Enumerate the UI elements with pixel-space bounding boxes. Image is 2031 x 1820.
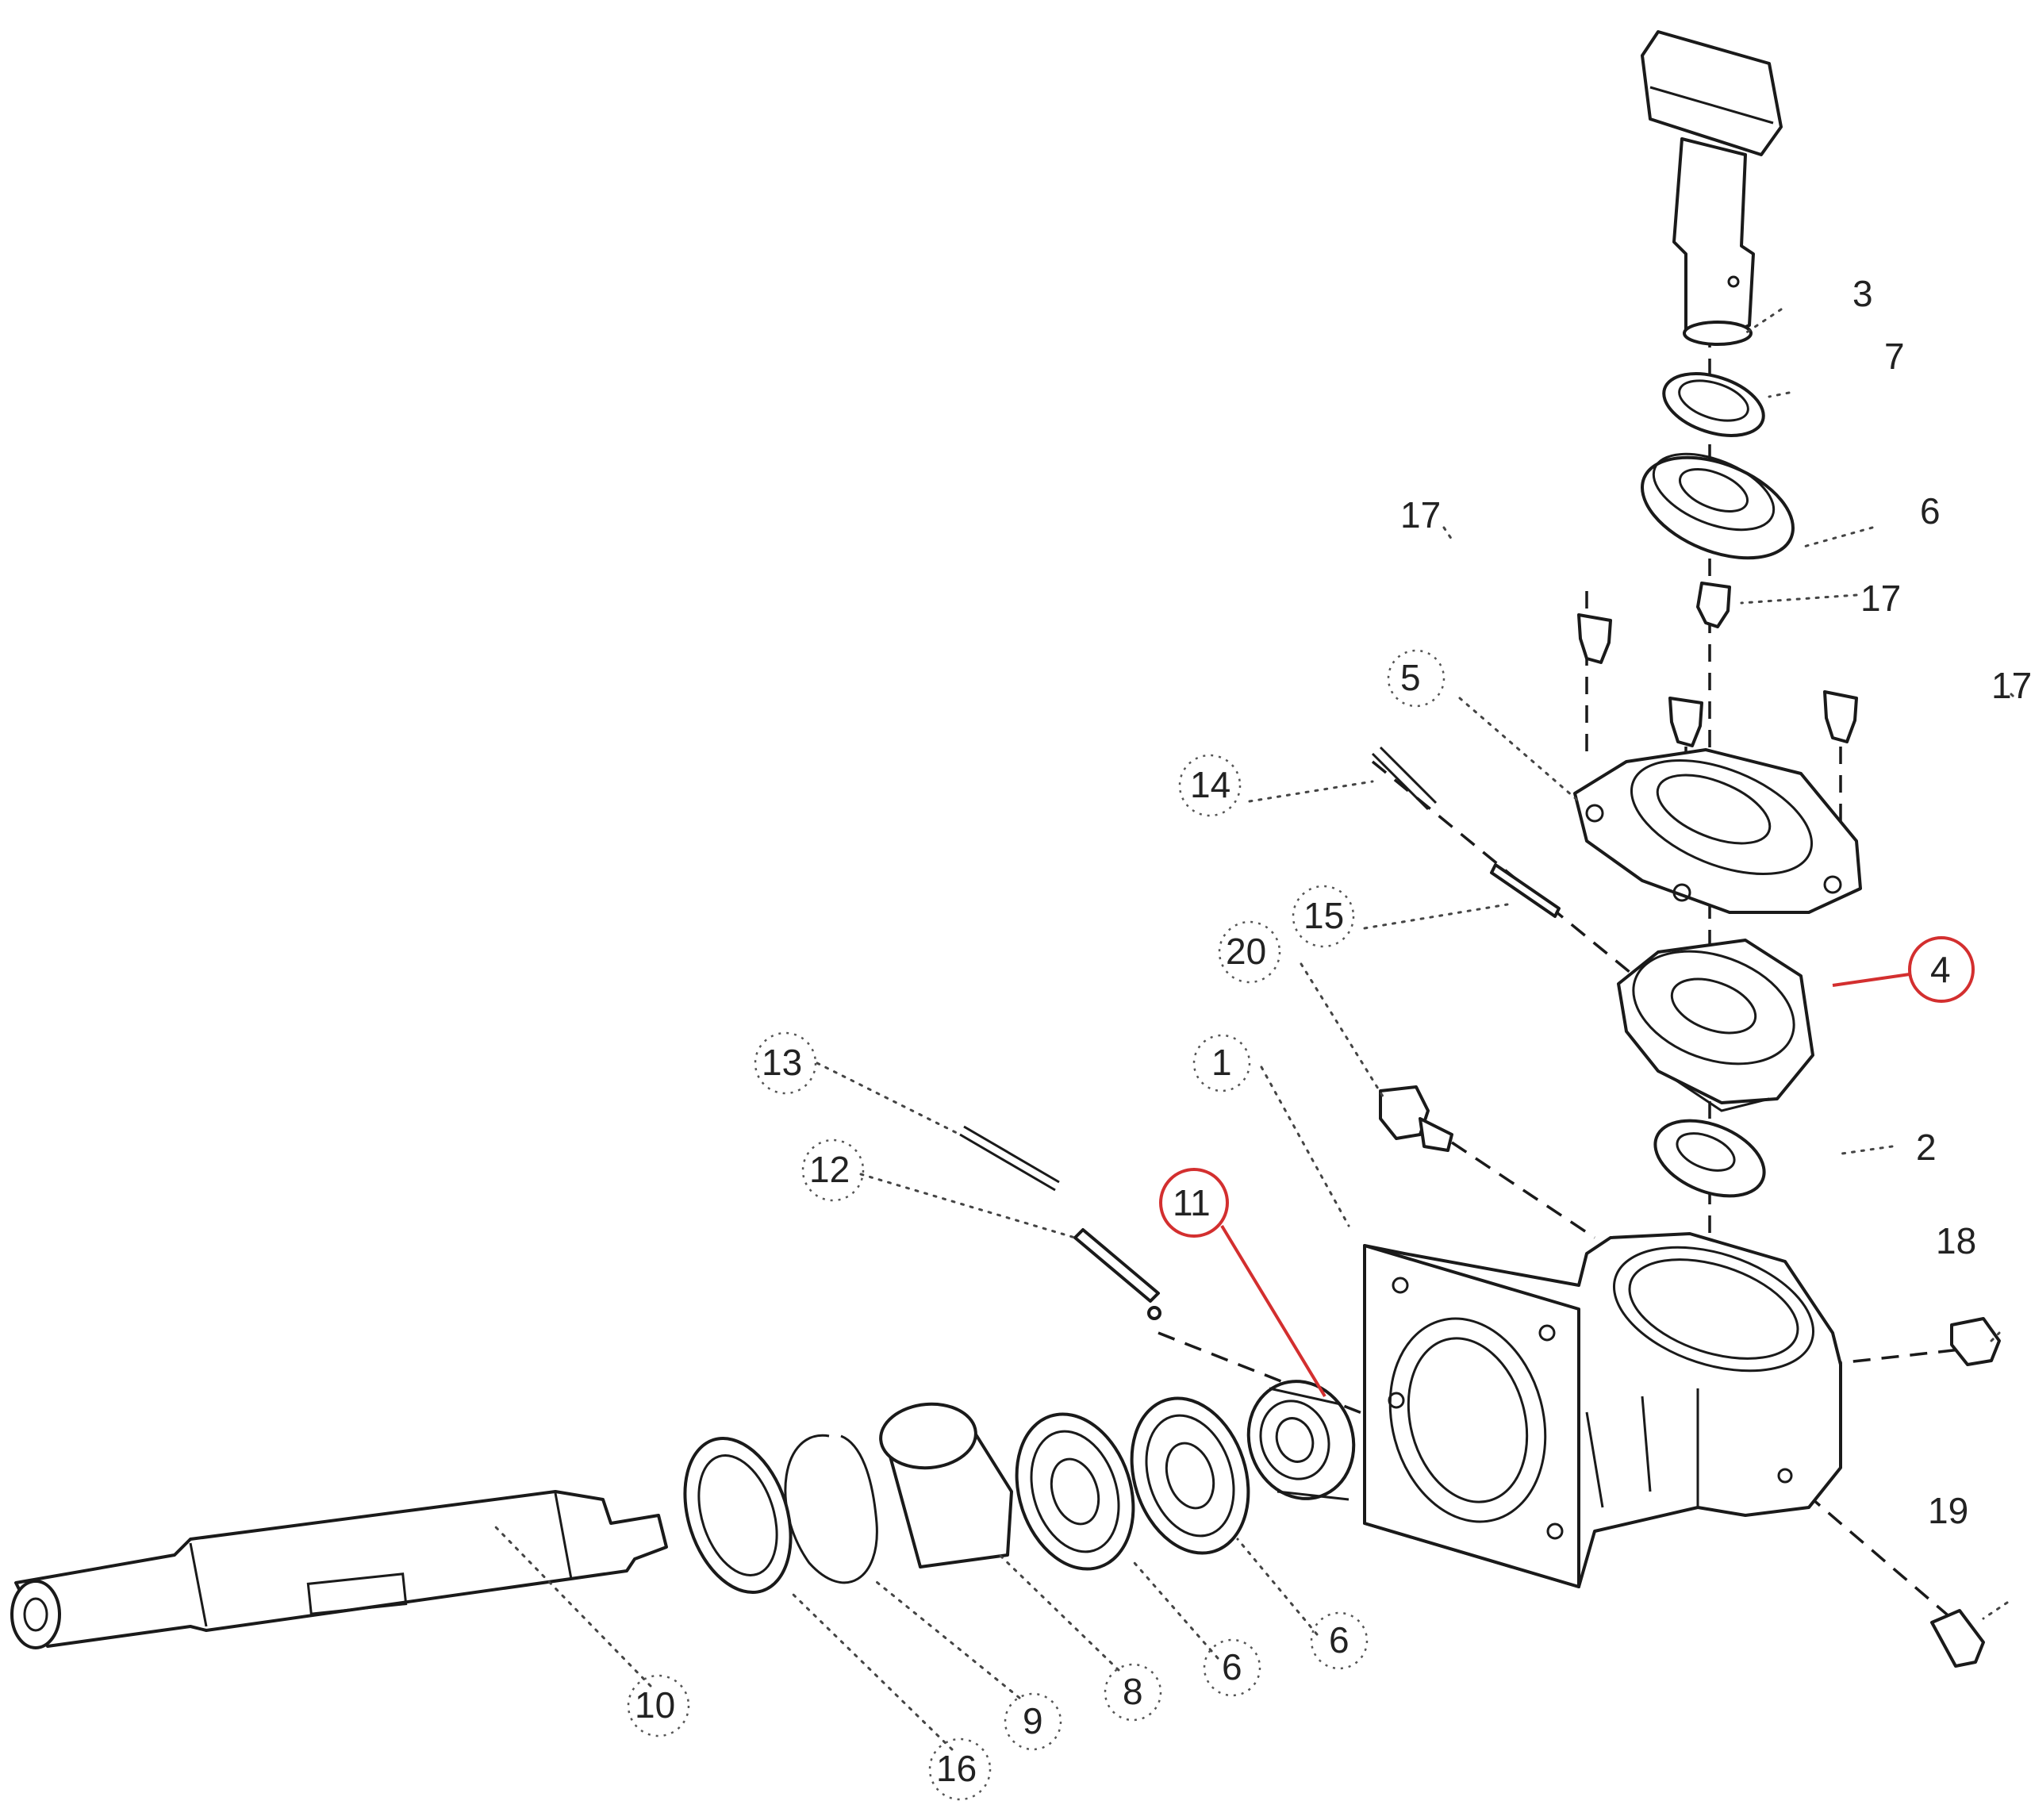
label-15: 15	[1303, 895, 1344, 936]
hex-bolt-right	[1823, 690, 1858, 743]
plug-axis	[1824, 1347, 1968, 1366]
label-6-b: 6	[1222, 1646, 1242, 1688]
handle-shaft	[1641, 30, 1783, 346]
key-pin-15	[1490, 863, 1561, 918]
label-7: 7	[1884, 336, 1905, 377]
label-5: 5	[1400, 657, 1421, 698]
label-20: 20	[1226, 931, 1266, 972]
ball-bearing-6-right	[1130, 1396, 1250, 1555]
label-13: 13	[762, 1042, 802, 1083]
ball-bearing-6-left	[1015, 1412, 1135, 1571]
spacer-sleeve	[879, 1402, 1013, 1569]
label-1: 1	[1211, 1042, 1232, 1083]
label-16: 16	[936, 1748, 977, 1789]
label-8: 8	[1123, 1671, 1143, 1712]
output-shaft	[10, 1490, 668, 1649]
hex-bolt-center	[1668, 697, 1703, 747]
ball-bearing-upper	[1641, 452, 1795, 560]
label-10: 10	[635, 1684, 675, 1726]
label-17-b: 17	[1860, 578, 1901, 619]
plug	[1950, 1317, 2001, 1366]
label-9: 9	[1023, 1700, 1043, 1741]
label-14: 14	[1190, 764, 1231, 805]
label-2: 2	[1916, 1127, 1937, 1168]
key-12	[1073, 1228, 1161, 1320]
leader-lines	[494, 308, 2017, 1751]
ball-bearing-lower	[1653, 1119, 1766, 1198]
hex-bolt-left	[1577, 613, 1612, 664]
label-6-top: 6	[1920, 490, 1941, 532]
label-11: 11	[1173, 1182, 1211, 1223]
label-12: 12	[809, 1149, 850, 1190]
bevel-gear	[1617, 939, 1814, 1112]
nipple-axis	[1451, 1141, 1595, 1239]
needle-bearing	[1246, 1380, 1356, 1501]
label-17-a: 17	[1400, 494, 1441, 536]
label-19: 19	[1928, 1490, 1968, 1531]
gear-housing	[1363, 1232, 1842, 1588]
callout-labels: 3 7 6 17 17 17 5 14 15 20 4 2 1 13 12 11…	[627, 273, 2031, 1801]
key-pin-14	[1371, 746, 1438, 811]
label-4: 4	[1930, 949, 1951, 990]
label-18: 18	[1936, 1220, 1976, 1261]
label-17-c: 17	[1991, 665, 2031, 706]
grease-nipple	[1379, 1085, 1453, 1152]
circlip	[784, 1434, 878, 1584]
bearing-cover-flange	[1573, 748, 1862, 914]
hex-bolt-center-top	[1696, 582, 1731, 628]
highlight-marks	[1159, 936, 1975, 1398]
seal-ring	[683, 1436, 793, 1595]
label-3: 3	[1852, 273, 1873, 314]
key-13	[959, 1125, 1060, 1192]
set-screw	[1930, 1609, 1985, 1668]
label-6-c: 6	[1329, 1619, 1350, 1661]
seal-ring-top	[1662, 372, 1765, 437]
